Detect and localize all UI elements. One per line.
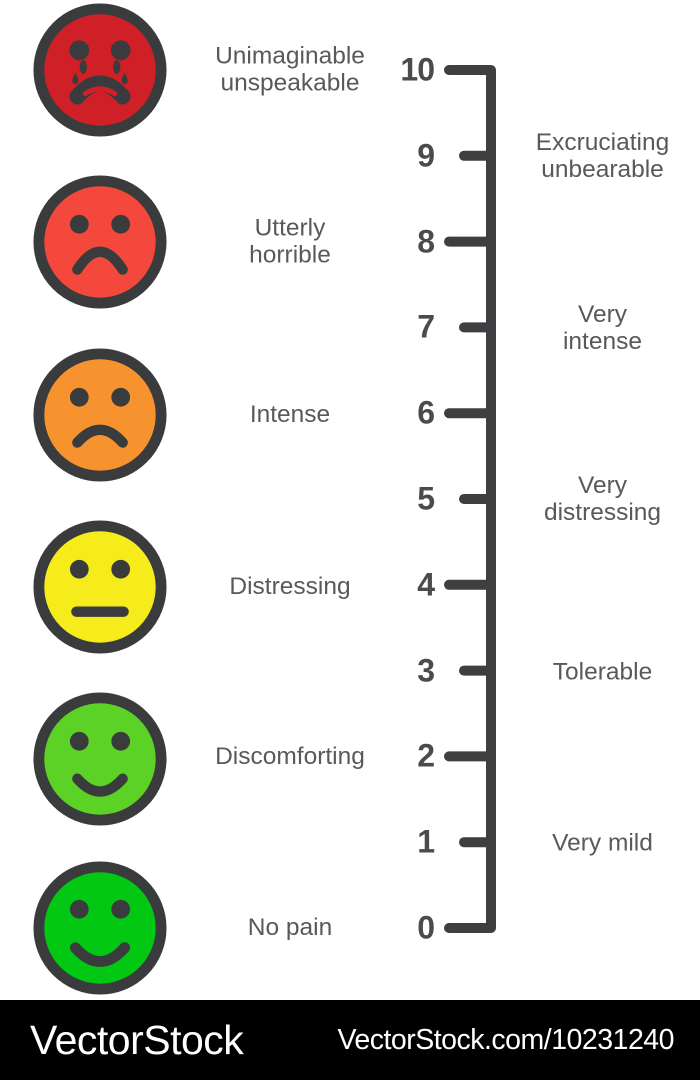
pain-level-label-2: Discomforting — [215, 742, 365, 770]
tick-number-10: 10 — [400, 51, 435, 88]
tick-number-2: 2 — [417, 737, 435, 774]
pain-level-label-4: Distressing — [229, 572, 351, 600]
intensity-label-7: Very intense — [562, 301, 642, 355]
pain-level-label-6: Intense — [249, 400, 331, 428]
intensity-label-5: Very distressing — [543, 472, 662, 526]
tick-number-5: 5 — [417, 480, 435, 517]
vectorstock-logo: VectorStock — [30, 1016, 244, 1063]
crying-face-icon — [31, 1, 169, 139]
sad-face-icon — [31, 173, 169, 311]
tick-number-9: 9 — [417, 137, 435, 174]
tick-number-8: 8 — [417, 223, 435, 260]
smile-face-icon — [31, 859, 169, 997]
pain-level-label-8: Utterly horrible — [249, 214, 331, 268]
intensity-label-3: Tolerable — [552, 658, 653, 686]
scale-ruler — [444, 65, 496, 933]
tick-number-0: 0 — [417, 909, 435, 946]
tick-number-6: 6 — [417, 394, 435, 431]
tick-number-1: 1 — [417, 823, 435, 860]
frown-face-icon — [31, 346, 169, 484]
pain-level-label-0: No pain — [247, 913, 333, 941]
tick-number-7: 7 — [417, 308, 435, 345]
watermark-bar: VectorStock VectorStock.com/10231240 — [0, 1000, 700, 1080]
intensity-label-9: Excruciating unbearable — [535, 129, 670, 183]
tick-number-3: 3 — [417, 652, 435, 689]
tick-number-4: 4 — [417, 566, 435, 603]
vectorstock-url: VectorStock.com/10231240 — [337, 1023, 674, 1056]
intensity-label-1: Very mild — [552, 829, 653, 857]
slight-smile-face-icon — [31, 690, 169, 828]
pain-level-label-10: Unimaginable unspeakable — [215, 42, 365, 96]
neutral-face-icon — [31, 518, 169, 656]
